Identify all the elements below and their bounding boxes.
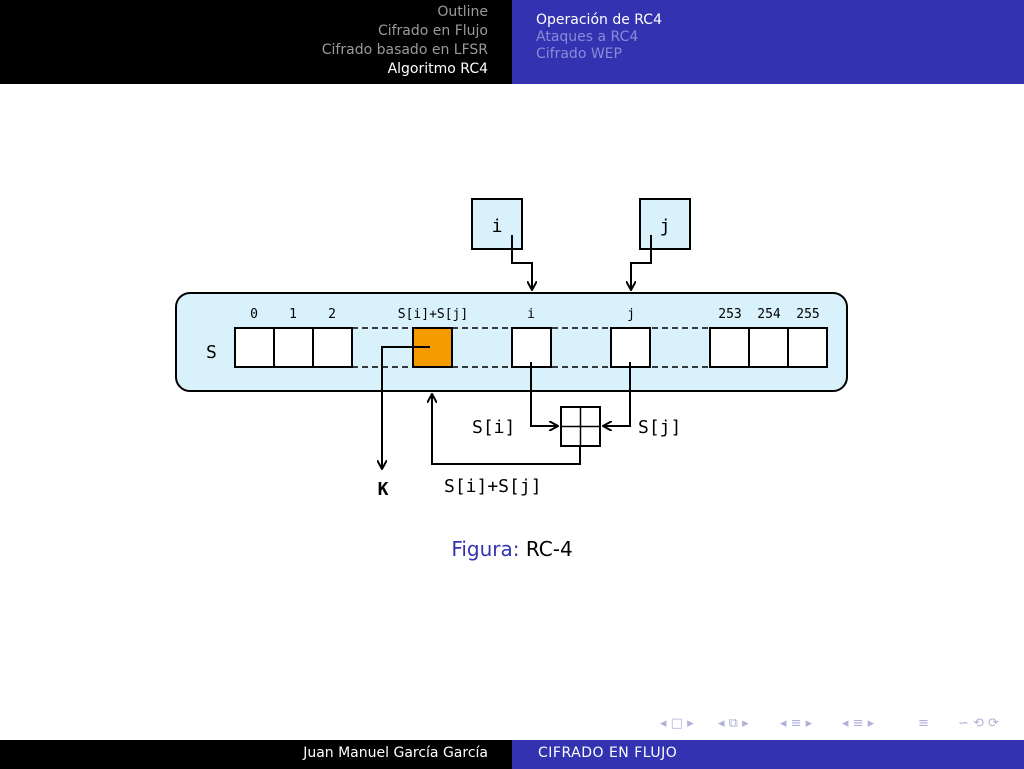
pointer-j-label: j bbox=[660, 216, 671, 237]
header-left-panel: Outline Cifrado en Flujo Cifrado basado … bbox=[0, 0, 512, 84]
nav-section-rc4[interactable]: Algoritmo RC4 bbox=[387, 61, 488, 77]
arrow-j-to-array bbox=[631, 235, 652, 289]
index-i: i bbox=[527, 307, 535, 322]
nav-section-outline[interactable]: Outline bbox=[437, 4, 488, 20]
output-k-label: K bbox=[378, 479, 389, 500]
section-nav: Outline Cifrado en Flujo Cifrado basado … bbox=[322, 3, 488, 79]
pointer-j-box bbox=[639, 198, 691, 250]
footer-author: Juan Manuel García García bbox=[303, 745, 488, 761]
pointer-i-box bbox=[471, 198, 523, 250]
index-254: 254 bbox=[757, 307, 781, 322]
index-j: j bbox=[627, 307, 635, 322]
cell-0 bbox=[234, 327, 275, 368]
subsection-nav: Operación de RC4 Ataques a RC4 Cifrado W… bbox=[536, 12, 662, 63]
pointer-i-label: i bbox=[492, 216, 503, 237]
arrow-sj-to-adder bbox=[604, 362, 631, 426]
caption-label: Figura: bbox=[451, 537, 520, 561]
arrow-output-k bbox=[382, 346, 430, 468]
footer-left-panel: Juan Manuel García García bbox=[0, 740, 512, 769]
nav-section-cifrado-flujo[interactable]: Cifrado en Flujo bbox=[377, 23, 488, 39]
array-s-label: S bbox=[206, 342, 217, 363]
caption-text: RC-4 bbox=[525, 537, 573, 561]
header-right-panel: Operación de RC4 Ataques a RC4 Cifrado W… bbox=[512, 0, 1024, 84]
footer-right-panel: CIFRADO EN FLUJO bbox=[512, 740, 1024, 769]
nav-subsection-ataques[interactable]: Ataques a RC4 bbox=[536, 29, 639, 45]
sum-label: S[i]+S[j] bbox=[444, 476, 542, 497]
index-1: 1 bbox=[289, 307, 297, 322]
cell-254 bbox=[748, 327, 789, 368]
nav-frame-icon[interactable]: ◂ □ ▸ bbox=[660, 716, 694, 731]
nav-appendix-icon[interactable]: ≡ bbox=[918, 716, 929, 731]
index-255: 255 bbox=[796, 307, 819, 322]
index-2: 2 bbox=[328, 307, 336, 322]
figure-caption: Figura: RC-4 bbox=[0, 537, 1024, 561]
nav-presentation-icon[interactable]: ◂ ≡ ▸ bbox=[842, 716, 875, 731]
cell-1 bbox=[273, 327, 314, 368]
arrow-i-to-array bbox=[511, 235, 532, 289]
cell-2 bbox=[312, 327, 353, 368]
cell-i bbox=[511, 327, 552, 368]
arrow-sum-to-array bbox=[432, 395, 581, 465]
cell-255 bbox=[787, 327, 828, 368]
index-253: 253 bbox=[718, 307, 741, 322]
nav-subsection-operacion[interactable]: Operación de RC4 bbox=[536, 12, 662, 28]
index-0: 0 bbox=[250, 307, 258, 322]
nav-section-icon[interactable]: ◂ ≡ ▸ bbox=[780, 716, 813, 731]
nav-subsection-wep[interactable]: Cifrado WEP bbox=[536, 46, 622, 62]
nav-section-lfsr[interactable]: Cifrado basado en LFSR bbox=[321, 42, 488, 58]
cell-j bbox=[610, 327, 651, 368]
sj-label: S[j] bbox=[638, 417, 681, 438]
nav-subsection-icon[interactable]: ◂ ⧉ ▸ bbox=[718, 716, 749, 731]
nav-search-back-forward-icon[interactable]: ∽ ⟲ ⟳ bbox=[958, 716, 999, 731]
index-sum: S[i]+S[j] bbox=[398, 307, 468, 322]
si-label: S[i] bbox=[472, 417, 515, 438]
footer-title: CIFRADO EN FLUJO bbox=[538, 745, 678, 761]
arrow-si-to-adder bbox=[530, 362, 557, 426]
cell-253 bbox=[709, 327, 750, 368]
